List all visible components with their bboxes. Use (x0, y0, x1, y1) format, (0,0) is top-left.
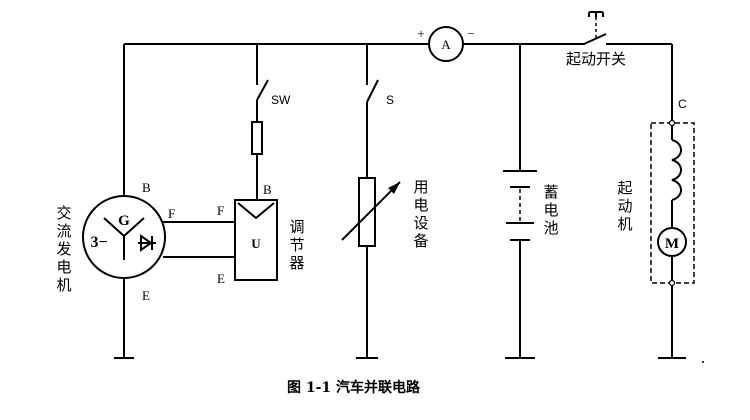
switch-sw-label: SW (271, 93, 291, 107)
svg-text:池: 池 (543, 219, 558, 237)
svg-text:电: 电 (413, 196, 428, 214)
starter-label: 起 动 机 (617, 179, 632, 233)
svg-text:交: 交 (56, 204, 71, 222)
ammeter-symbol: A (441, 37, 451, 52)
alternator-symbol: G (118, 213, 130, 229)
generator-label: 交 流 发 电 机 (56, 204, 71, 294)
svg-text:机: 机 (617, 215, 632, 233)
stray-mark (702, 361, 704, 363)
regulator-box (234, 199, 278, 281)
regulator: U (234, 199, 278, 281)
start-switch-label: 起动开关 (566, 50, 626, 68)
svg-text:备: 备 (413, 232, 428, 250)
svg-text:流: 流 (56, 222, 71, 240)
svg-text:电: 电 (56, 258, 71, 276)
svg-text:发: 发 (56, 240, 71, 258)
variable-arrow-line (341, 181, 401, 241)
svg-text:设: 设 (413, 214, 428, 232)
ammeter: A + − (417, 26, 475, 62)
generator-terminal-b: B (142, 180, 151, 195)
battery (503, 170, 537, 241)
fuse-icon (251, 121, 263, 155)
ammeter-minus: − (467, 26, 474, 41)
generator-terminal-f: F (168, 206, 175, 221)
field-coil-icon (671, 139, 682, 201)
switch-s-blade (366, 79, 379, 103)
svg-text:起: 起 (617, 179, 632, 197)
ammeter-plus: + (417, 26, 424, 41)
ammeter-circle (428, 26, 464, 62)
starter-terminal-bottom-dot (668, 279, 676, 287)
svg-text:蓄: 蓄 (543, 183, 558, 201)
start-switch-button-icon (588, 11, 604, 17)
svg-text:机: 机 (56, 276, 71, 294)
diode-icon (138, 234, 156, 252)
regulator-terminal-f: F (217, 203, 224, 218)
start-switch: 起动开关 (566, 11, 626, 68)
regulator-terminal-b: B (263, 182, 272, 197)
regulator-terminal-e: E (217, 271, 225, 286)
regulator-symbol: U (251, 236, 261, 251)
start-switch-blade (583, 33, 607, 45)
svg-text:电: 电 (543, 201, 558, 219)
figure-caption: 图 1-1 汽车并联电路 (287, 379, 421, 396)
starter-terminal-c: C (678, 97, 687, 111)
svg-text:动: 动 (617, 197, 632, 215)
battery-label: 蓄 电 池 (543, 183, 558, 237)
generator-terminal-e: E (142, 288, 150, 303)
alternator-phase: 3− (90, 234, 107, 251)
regulator-label: 调 节 器 (289, 218, 304, 272)
starter-terminal-top-dot (668, 119, 676, 127)
load-label: 用 电 设 备 (413, 178, 428, 250)
switch-s-label: S (386, 93, 394, 107)
svg-text:用: 用 (413, 178, 428, 196)
svg-text:调: 调 (289, 218, 304, 236)
motor-symbol: M (665, 236, 679, 252)
alternator-y-winding-icon (103, 217, 145, 260)
svg-text:节: 节 (289, 236, 304, 254)
alternator: G 3− (82, 195, 166, 279)
regulator-notch-icon (237, 202, 275, 220)
starter-motor: M (650, 119, 695, 287)
variable-load-resistor (358, 177, 376, 247)
variable-arrow-head-icon (388, 182, 400, 194)
svg-text:器: 器 (289, 254, 304, 272)
switch-sw-blade (256, 79, 269, 101)
